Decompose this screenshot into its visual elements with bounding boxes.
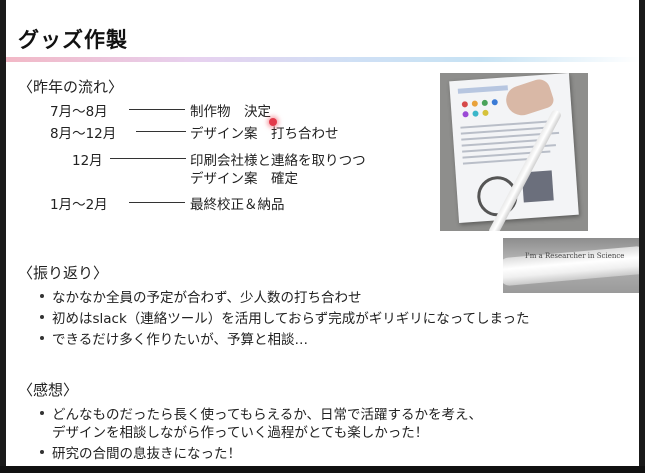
bullet-icon [40,336,44,340]
bullet-icon [40,411,44,415]
bullet-icon [40,315,44,319]
list-item-text: できるだけ多く作りたいが、予算と相談… [52,332,308,348]
slide: グッズ作製 〈昨年の流れ〉 7月〜8月 制作物 決定 8月〜12月 デザイン案 … [6,0,639,466]
pen-closeup-photo: I'm a Researcher in Science [503,238,639,293]
timeline-task: 最終校正＆納品 [190,197,285,213]
laser-pointer [269,118,277,126]
flyer-photo [440,73,588,231]
bullet-icon [40,450,44,454]
timeline-task: デザイン案 確定 [190,171,298,187]
list-item-text: 初めはslack（連絡ツール）を活用しておらず完成がギリギリになってしまった [52,311,530,327]
list-item: 研究の合間の息抜きになった！ [40,442,241,462]
list-item-text: どんなものだったら長く使ってもらえるか、日常で活躍するかを考え、 [52,407,482,423]
timeline-task: 印刷会社様と連絡を取りつつ [190,153,366,169]
title-underline [6,57,639,62]
list-item-text: 研究の合間の息抜きになった！ [52,446,241,462]
bullet-icon [40,294,44,298]
list-item: どんなものだったら長く使ってもらえるか、日常で活躍するかを考え、 [40,403,482,423]
timeline-dash [110,158,186,159]
timeline-dash [129,202,185,203]
timeline-period: 8月〜12月 [50,126,117,142]
timeline-task: デザイン案 打ち合わせ [190,126,339,142]
impressions-heading: 〈感想〉 [18,381,79,399]
timeline-period: 12月 [72,153,103,169]
list-item-text: なかなか全員の予定が合わず、少人数の打ち合わせ [52,290,362,306]
reflection-heading: 〈振り返り〉 [18,264,109,282]
list-item: なかなか全員の予定が合わず、少人数の打ち合わせ [40,286,362,306]
timeline-period: 7月〜8月 [50,104,108,120]
list-item: 初めはslack（連絡ツール）を活用しておらず完成がギリギリになってしまった [40,307,530,327]
bottom-bar [0,466,645,473]
timeline-period: 1月〜2月 [50,197,108,213]
slide-title: グッズ作製 [18,28,128,52]
list-item: できるだけ多く作りたいが、予算と相談… [40,328,308,348]
timeline-heading: 〈昨年の流れ〉 [18,78,124,96]
timeline-dash [129,109,185,110]
flyer-paper [449,73,579,224]
pen-print-text: I'm a Researcher in Science [525,252,625,260]
timeline-task: 制作物 決定 [190,104,271,120]
list-item-continuation: デザインを相談しながら作っていく過程がとても楽しかった！ [52,425,429,441]
timeline-dash [136,131,186,132]
